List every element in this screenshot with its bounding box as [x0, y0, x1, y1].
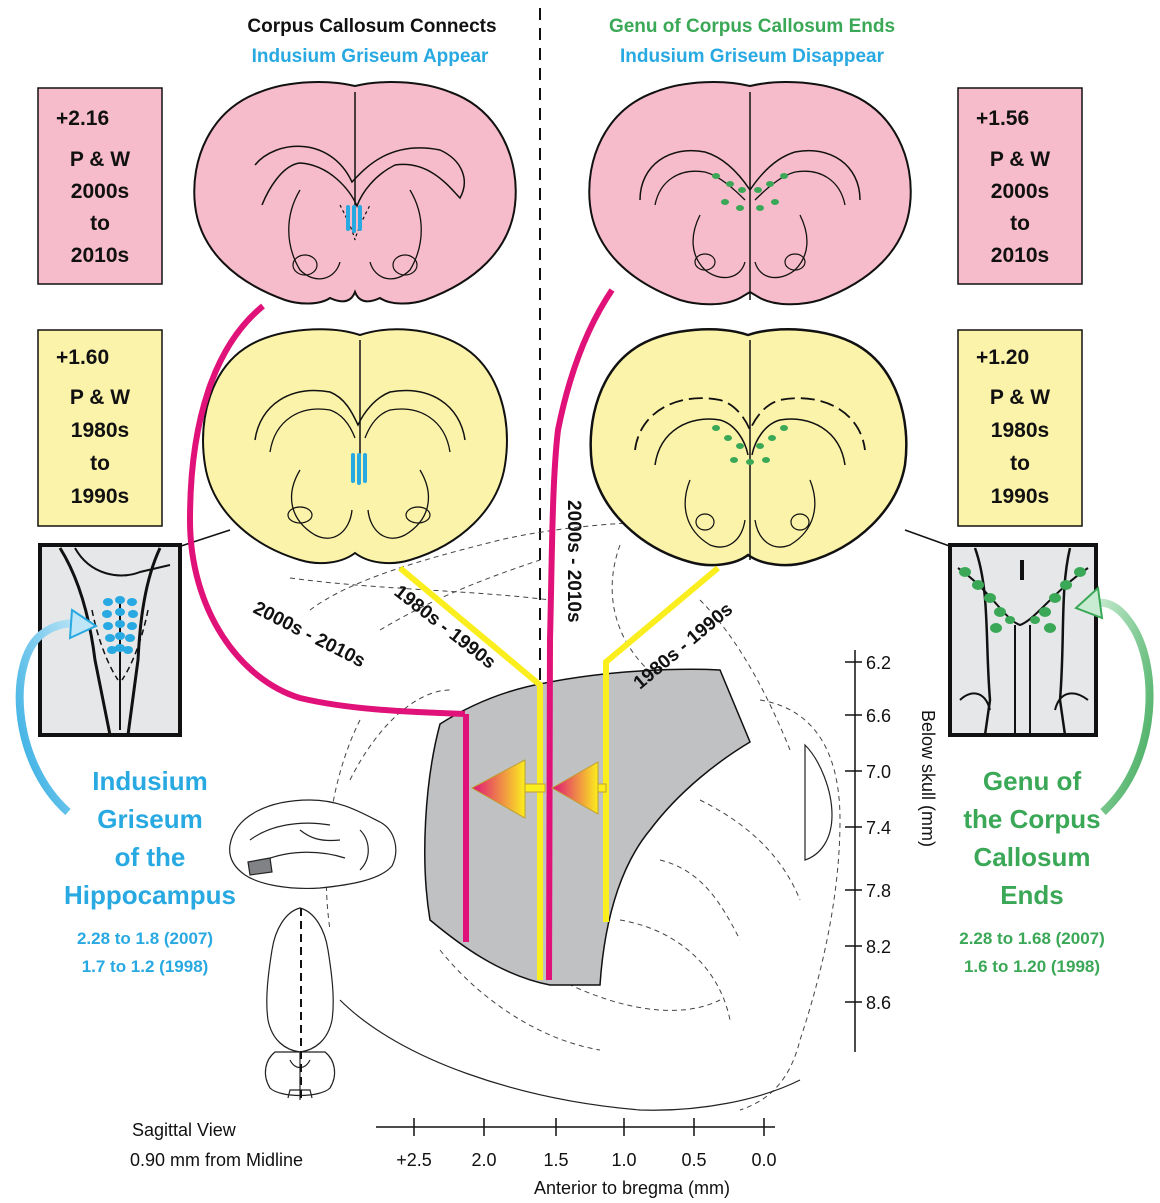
axis-vertical: 6.2 6.6 7.0 7.4 7.8 8.2 8.6 Below skull … [845, 650, 938, 1052]
y-tick-label: 7.8 [866, 881, 891, 901]
box-label: +1.20 [976, 346, 1029, 369]
x-axis-title: Anterior to bregma (mm) [534, 1178, 730, 1198]
box-label: 2000s [71, 180, 129, 203]
indusium-mark [363, 453, 367, 483]
y-tick-label: 7.0 [866, 762, 891, 782]
box-label: P & W [70, 148, 130, 171]
inset-left [40, 545, 180, 735]
y-tick-label: 7.4 [866, 818, 891, 838]
y-tick-label: 6.6 [866, 706, 891, 726]
box-label: +1.60 [56, 346, 109, 369]
box-label: 1980s [71, 419, 129, 442]
era-label-left-magenta: 2000s - 2010s [250, 598, 369, 672]
box-label: to [1010, 452, 1030, 475]
box-label: P & W [990, 148, 1050, 171]
y-tick-label: 8.2 [866, 937, 891, 957]
indusium-mark [352, 205, 356, 233]
inset-right [950, 545, 1096, 735]
green-curved-arrow [1094, 603, 1150, 812]
y-axis-title: Below skull (mm) [918, 710, 938, 847]
y-tick-label: 6.2 [866, 653, 891, 673]
sagittal-caption-line1: Sagittal View [132, 1120, 237, 1140]
indusium-mark [358, 205, 362, 231]
header-right-line1: Genu of Corpus Callosum Ends [609, 16, 895, 37]
box-label: to [90, 452, 110, 475]
feature-title-line: Genu of [983, 766, 1082, 796]
range-text: 1.7 to 1.2 (1998) [82, 957, 209, 976]
range-text: 2.28 to 1.68 (2007) [959, 929, 1105, 948]
inset-connector-left [175, 530, 230, 548]
feature-title-line: of the [115, 842, 186, 872]
x-tick-label: 1.0 [611, 1150, 636, 1170]
box-label: P & W [70, 386, 130, 409]
header-right: Genu of Corpus Callosum Ends Indusium Gr… [609, 16, 895, 67]
info-box-mid-left: +1.60 P & W 1980s to 1990s [38, 330, 162, 526]
box-label: 2000s [991, 180, 1049, 203]
indusium-mark [346, 205, 350, 231]
info-box-top-left: +2.16 P & W 2000s to 2010s [38, 88, 162, 284]
inset-connector-right [905, 530, 955, 548]
mini-sagittal-brain [230, 800, 396, 888]
info-box-top-right: +1.56 P & W 2000s to 2010s [958, 88, 1082, 284]
header-right-line2: Indusium Griseum Disappear [620, 46, 885, 67]
label-genu-corpus-callosum: Genu of the Corpus Callosum Ends 2.28 to… [959, 766, 1105, 976]
feature-title-line: the Corpus [963, 804, 1100, 834]
coronal-section-top-left [194, 82, 515, 303]
indusium-mark [357, 453, 361, 485]
x-tick-label: 0.5 [681, 1150, 706, 1170]
box-label: to [1010, 212, 1030, 235]
coronal-section-mid-right [591, 329, 907, 565]
feature-title-line: Ends [1000, 880, 1064, 910]
sagittal-outer-contour [340, 1000, 800, 1110]
box-label: +2.16 [56, 107, 109, 130]
x-tick-label: 2.0 [471, 1150, 496, 1170]
header-left-line2: Indusium Griseum Appear [252, 46, 489, 67]
sagittal-caption: Sagittal View 0.90 mm from Midline [130, 1120, 303, 1170]
header-left-line1: Corpus Callosum Connects [247, 16, 496, 37]
coronal-section-mid-left [203, 329, 507, 563]
box-label: 2010s [71, 244, 129, 267]
box-label: 1980s [991, 419, 1049, 442]
feature-title-line: Indusium [92, 766, 208, 796]
x-tick-label: 1.5 [543, 1150, 568, 1170]
feature-title-line: Callosum [973, 842, 1090, 872]
feature-title-line: Hippocampus [64, 880, 236, 910]
box-label: 2010s [991, 244, 1049, 267]
y-tick-label: 8.6 [866, 993, 891, 1013]
box-label: 1990s [71, 485, 129, 508]
indusium-mark [351, 453, 355, 483]
box-label: +1.56 [976, 107, 1029, 130]
coronal-section-top-right [589, 82, 910, 304]
sagittal-structure [805, 745, 832, 860]
region-of-interest [425, 669, 750, 985]
range-text: 2.28 to 1.8 (2007) [77, 929, 213, 948]
era-label-middle-magenta: 2000s - 2010s [563, 500, 584, 623]
feature-title-line: Griseum [97, 804, 203, 834]
sagittal-caption-line2: 0.90 mm from Midline [130, 1150, 303, 1170]
box-label: P & W [990, 386, 1050, 409]
era-label-left-yellow: 1980s - 1990s [390, 581, 500, 673]
label-indusium-griseum: Indusium Griseum of the Hippocampus 2.28… [64, 766, 236, 976]
info-box-mid-right: +1.20 P & W 1980s to 1990s [958, 330, 1082, 526]
axis-horizontal: +2.5 2.0 1.5 1.0 0.5 0.0 Anterior to bre… [376, 1118, 777, 1198]
box-label: 1990s [991, 485, 1049, 508]
box-label: to [90, 212, 110, 235]
range-text: 1.6 to 1.20 (1998) [964, 957, 1100, 976]
x-tick-label: 0.0 [751, 1150, 776, 1170]
x-tick-label: +2.5 [396, 1150, 432, 1170]
header-left: Corpus Callosum Connects Indusium Griseu… [247, 16, 496, 67]
